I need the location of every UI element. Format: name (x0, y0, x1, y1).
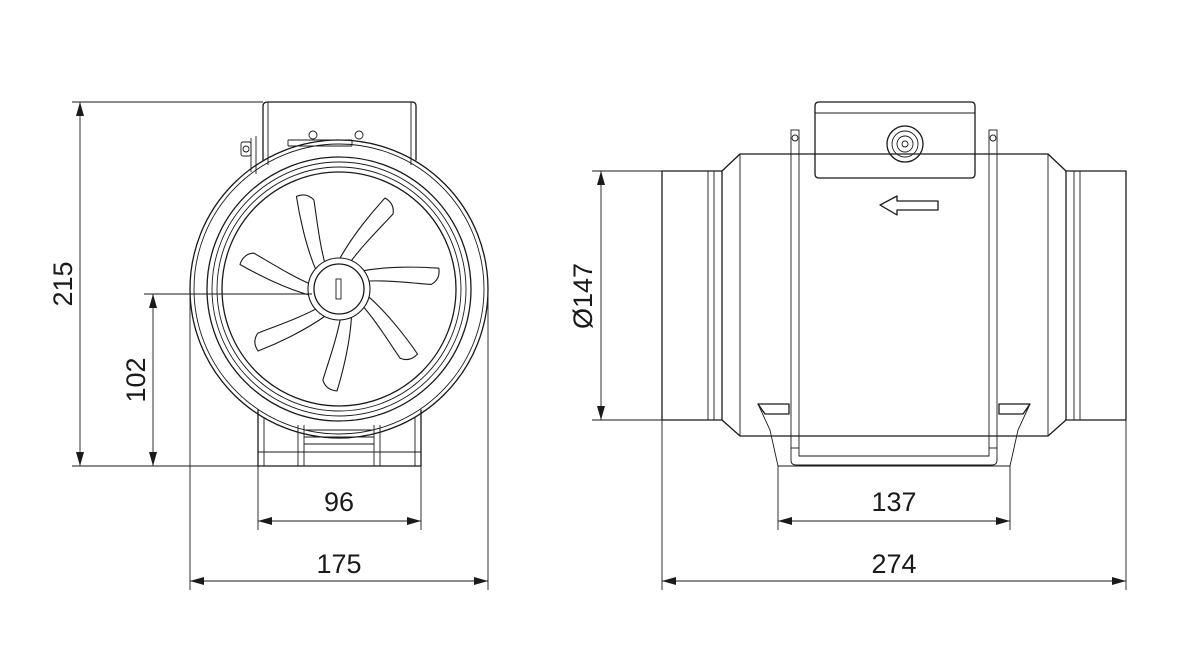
front-view: 215 102 96 175 (48, 101, 489, 590)
airflow-arrow-icon (879, 195, 939, 216)
dim-bracket-width-137: 137 (871, 487, 916, 517)
dim-foot-width-96: 96 (324, 487, 354, 517)
dim-height-215: 215 (48, 261, 78, 306)
dim-width-175: 175 (316, 549, 361, 579)
fan-impeller (239, 194, 440, 392)
dim-diameter-147: Ø147 (568, 263, 598, 329)
side-view: Ø147 137 274 (568, 101, 1127, 590)
dim-length-274: 274 (871, 549, 916, 579)
dim-axis-height-102: 102 (121, 357, 151, 402)
